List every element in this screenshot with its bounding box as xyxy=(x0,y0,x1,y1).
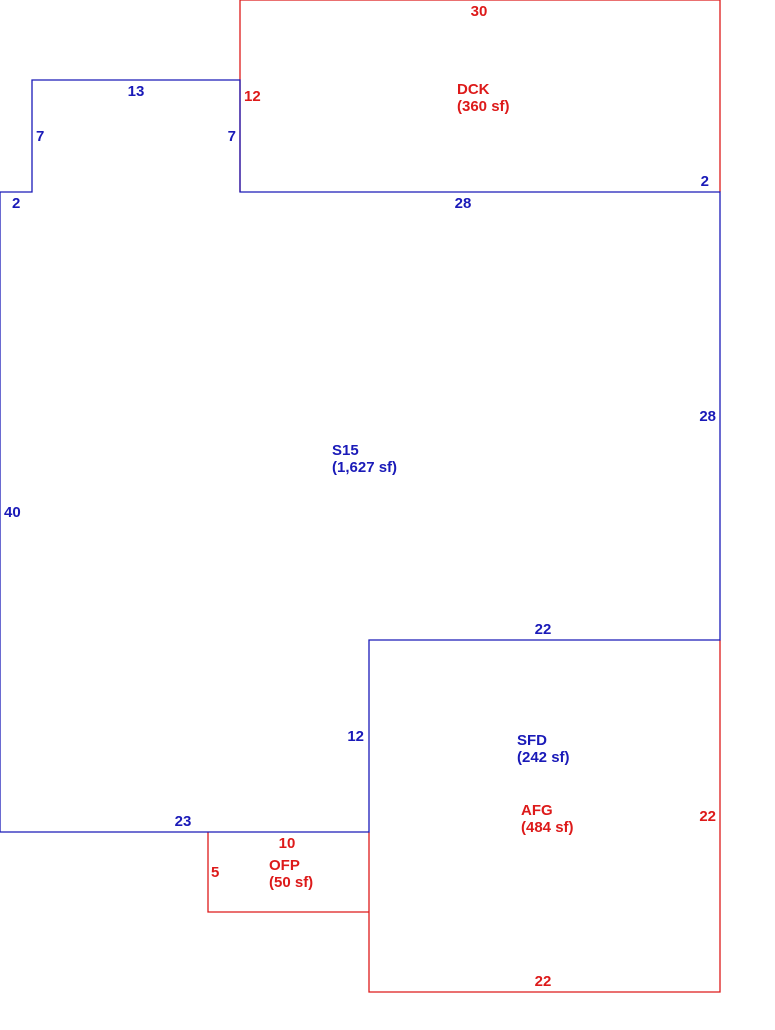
s15-code-label: S15 xyxy=(332,442,359,459)
afg-code-label: AFG xyxy=(521,802,553,819)
dim-main-bottom: 23 xyxy=(175,813,192,830)
dim-ofp-top: 10 xyxy=(279,835,296,852)
dim-dck-right: 2 xyxy=(701,173,709,190)
dim-main-left-step: 2 xyxy=(12,195,20,212)
dim-dck-top: 30 xyxy=(471,3,488,20)
afg-size-label: (484 sf) xyxy=(521,819,574,836)
dim-main-inner-horizontal: 22 xyxy=(535,621,552,638)
s15-size-label: (1,627 sf) xyxy=(332,459,397,476)
dim-ofp-left: 5 xyxy=(211,864,219,881)
sfd-size-label: (242 sf) xyxy=(517,749,570,766)
dim-main-bump-left: 7 xyxy=(36,128,44,145)
dim-afg-right: 22 xyxy=(699,808,716,825)
dim-main-left: 40 xyxy=(4,504,21,521)
ofp-code-label: OFP xyxy=(269,857,300,874)
sfd-code-label: SFD xyxy=(517,732,547,749)
dim-main-bump-right: 7 xyxy=(228,128,236,145)
dim-main-right: 28 xyxy=(699,408,716,425)
dim-main-inner-vertical: 12 xyxy=(347,728,364,745)
dck-code-label: DCK xyxy=(457,81,490,98)
porch-outline xyxy=(207,832,369,913)
dck-size-label: (360 sf) xyxy=(457,98,510,115)
main-living-outline xyxy=(0,79,721,833)
ofp-size-label: (50 sf) xyxy=(269,874,313,891)
dim-dck-left: 12 xyxy=(244,88,261,105)
dim-main-top: 28 xyxy=(455,195,472,212)
dim-main-bump-top: 13 xyxy=(128,83,145,100)
dim-afg-bottom: 22 xyxy=(535,973,552,990)
